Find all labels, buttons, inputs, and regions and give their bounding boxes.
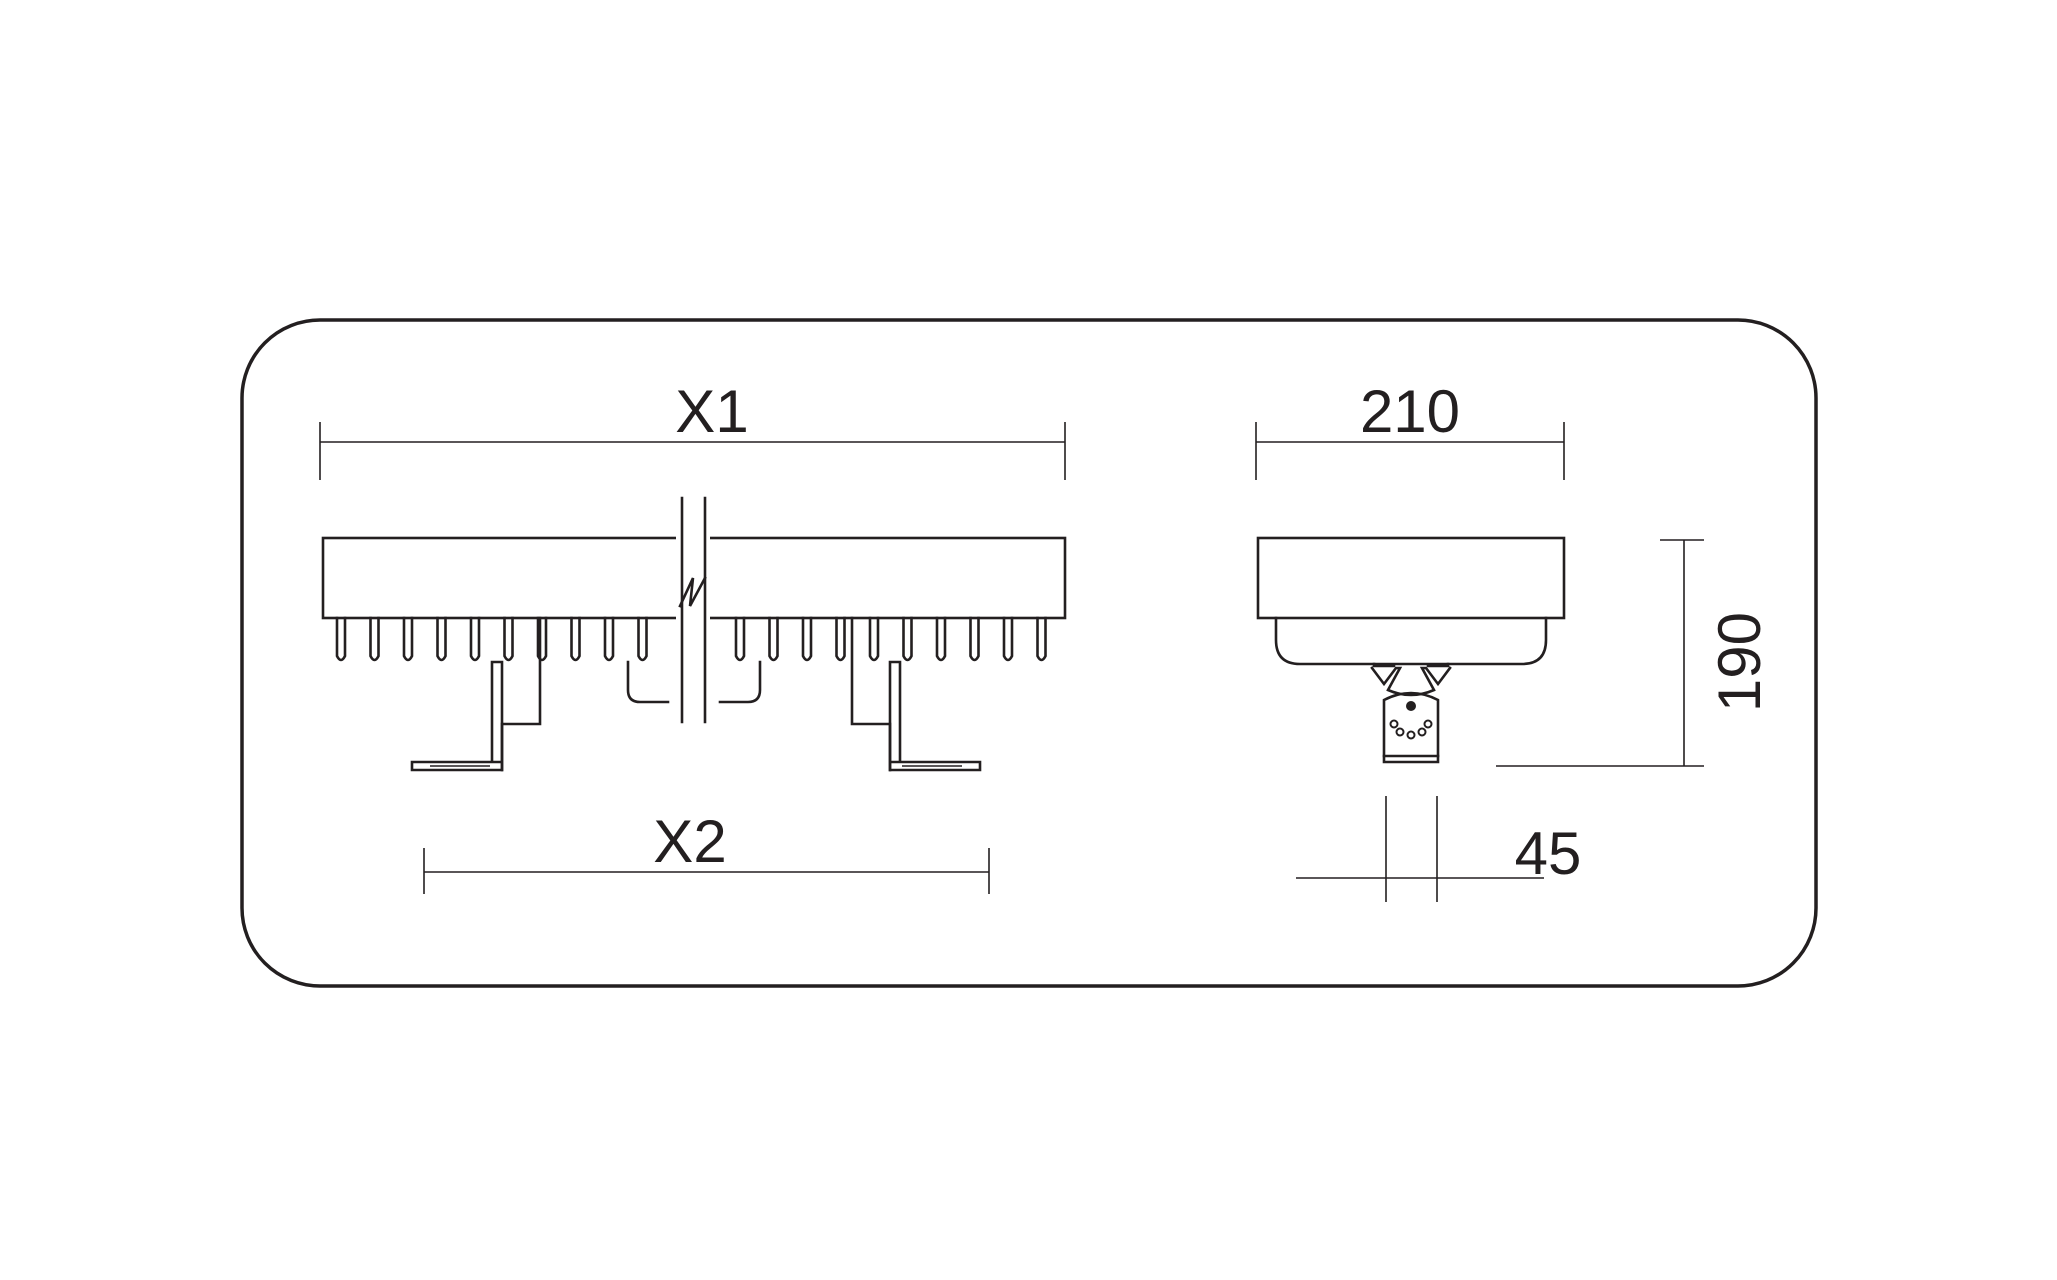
break-symbol [676, 495, 710, 735]
cooling-fin [935, 616, 947, 662]
x1-dimension: X1 [319, 378, 1066, 480]
cooling-fin [835, 616, 846, 662]
cooling-fin [768, 616, 779, 662]
mounting-bracket-right [850, 616, 982, 772]
cooling-fin [570, 616, 581, 662]
height-label: 190 [1706, 612, 1773, 712]
cable-loops [626, 660, 762, 704]
side-view: 210 190 [1255, 378, 1773, 902]
cooling-fin [969, 616, 980, 662]
cooling-fin [868, 616, 880, 662]
cooling-fin [801, 616, 813, 662]
cooling-fin [734, 616, 746, 662]
cooling-fin [402, 616, 414, 662]
cooling-fin [436, 616, 447, 662]
cooling-fins [335, 616, 1047, 662]
cooling-fin [902, 616, 913, 662]
cooling-fin [469, 616, 481, 662]
bracket-width-label: 45 [1515, 820, 1582, 887]
front-view: X1 [319, 378, 1067, 894]
x2-dimension: X2 [423, 808, 990, 894]
drawing-frame [240, 318, 1818, 988]
width-dimension: 210 [1255, 378, 1565, 480]
cooling-fin [335, 616, 347, 662]
width-label: 210 [1360, 378, 1460, 445]
cooling-fin [1036, 616, 1047, 662]
side-housing [1256, 536, 1566, 666]
side-bracket [1370, 662, 1452, 764]
bracket-dimension: 45 [1296, 796, 1581, 902]
cooling-fin [603, 616, 615, 662]
cooling-fin [1002, 616, 1014, 662]
height-dimension: 190 [1496, 539, 1773, 767]
x1-label: X1 [675, 378, 748, 445]
cooling-fin [503, 616, 514, 662]
mounting-bracket-left [410, 616, 542, 772]
x2-label: X2 [653, 808, 726, 875]
cooling-fin [637, 616, 648, 662]
cooling-fin [536, 616, 548, 662]
cooling-fin [369, 616, 380, 662]
